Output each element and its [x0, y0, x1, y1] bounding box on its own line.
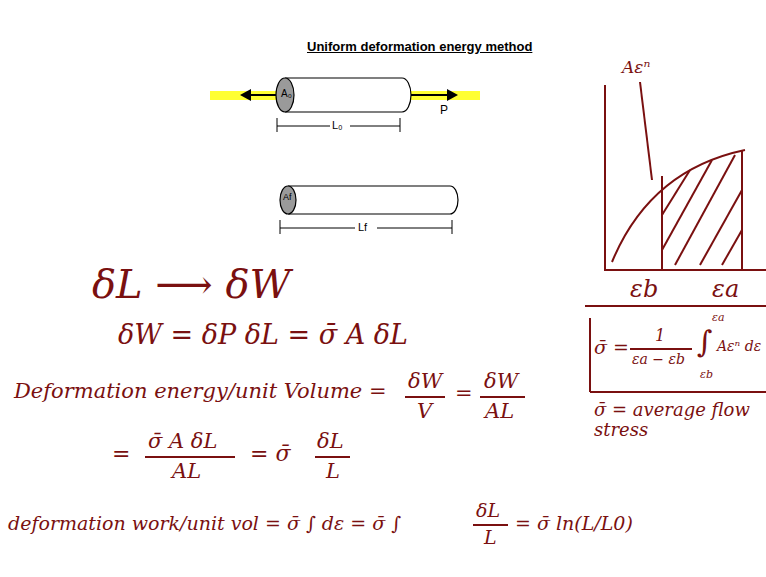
fraction-denominator: AL	[485, 400, 514, 423]
fraction-denominator: L	[326, 460, 340, 483]
fraction-numerator: δW	[408, 370, 442, 393]
fraction-numerator: δW	[484, 370, 518, 393]
equation: σ̄ =	[594, 337, 629, 358]
fraction-denominator: εa − εb	[632, 352, 685, 367]
integral-limit: εa	[712, 312, 724, 324]
equation: =	[112, 442, 130, 466]
fraction-numerator: δL	[317, 430, 344, 453]
tensile-rod	[210, 78, 480, 132]
axis-label: εa	[712, 276, 739, 302]
fraction-denominator: AL	[172, 460, 201, 483]
area-label: A₀	[281, 88, 292, 99]
equation: = σ̄ ln(L/L0)	[515, 513, 633, 534]
note: σ̄ = average flow stress	[594, 400, 759, 440]
integral-sign: ∫	[697, 325, 713, 358]
length-label: L₀	[332, 119, 343, 131]
fraction-bars	[145, 397, 525, 525]
equation: deformation work/unit vol = σ̄ ∫ dε = σ̄…	[8, 513, 401, 534]
fraction-numerator: σ̄ A δL	[148, 430, 217, 453]
length-label: Lf	[358, 221, 367, 233]
elongated-rod	[280, 186, 458, 234]
curve-label: Aεⁿ	[622, 58, 650, 77]
equation: δL ⟶ δW	[92, 262, 291, 306]
fraction-denominator: L	[484, 527, 497, 548]
integrand: Aεⁿ dε	[717, 339, 761, 354]
flow-curve-graph	[585, 82, 766, 392]
slide-title: Uniform deformation energy method	[307, 40, 532, 54]
equation: = σ̄	[250, 442, 290, 466]
fraction-numerator: δL	[476, 500, 500, 521]
fraction-numerator: 1	[655, 327, 665, 345]
equation: Deformation energy/unit Volume =	[14, 380, 387, 403]
fraction-denominator: V	[417, 400, 432, 423]
force-label: P	[440, 104, 448, 117]
equation: =	[455, 382, 473, 405]
area-label: Af	[283, 193, 292, 203]
integral-limit: εb	[700, 369, 713, 381]
equation: δW = δP δL = σ̄ A δL	[118, 320, 408, 350]
axis-label: εb	[630, 276, 658, 302]
